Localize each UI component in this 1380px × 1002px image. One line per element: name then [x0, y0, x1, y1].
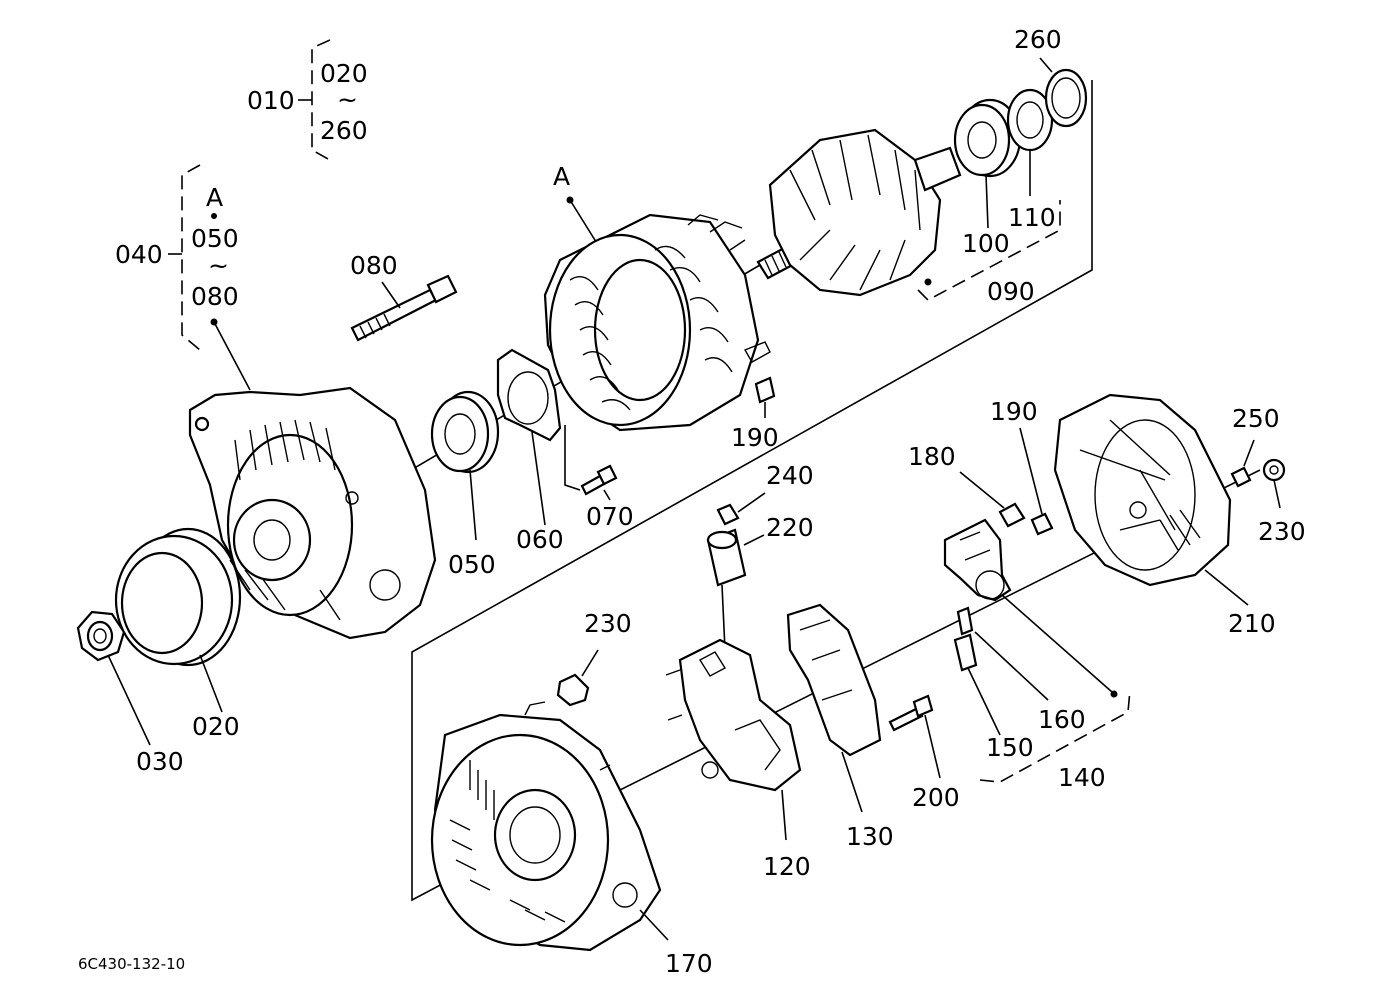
part-label-010: 010	[247, 86, 295, 115]
part-label-230-lower: 230	[584, 609, 632, 638]
group-010-first: 020	[320, 59, 368, 88]
rear-housing-170: 170	[430, 701, 713, 978]
group-040-first: 050	[191, 224, 239, 253]
screw-190-upper: 190	[731, 376, 779, 452]
ring-260: 260	[1014, 25, 1088, 128]
part-label-050: 050	[448, 550, 496, 579]
front-housing	[188, 386, 437, 640]
part-label-240: 240	[766, 461, 814, 490]
part-label-060: 060	[516, 525, 564, 554]
nut-230-right: 230	[1258, 458, 1306, 546]
part-label-210: 210	[1228, 609, 1276, 638]
part-label-110: 110	[1008, 203, 1056, 232]
part-label-220: 220	[766, 513, 814, 542]
part-label-150: 150	[986, 733, 1034, 762]
part-label-130: 130	[846, 822, 894, 851]
screw-250: 250	[1230, 404, 1280, 488]
group-010-bracket: 010 020 ~ 260	[247, 39, 368, 161]
part-label-250: 250	[1232, 404, 1280, 433]
bolt-080: 080	[350, 251, 458, 342]
regulator-130: 130	[786, 603, 894, 851]
part-label-080: 080	[350, 251, 398, 280]
nut-030: 030	[76, 610, 184, 776]
cover-210: 210	[1053, 393, 1276, 638]
part-label-190-upper: 190	[731, 423, 779, 452]
group-040-bracket: 040 A 050 ~ 080	[115, 164, 251, 391]
screw-180: 180	[908, 442, 1026, 528]
terminal-240-220: 240 220	[706, 461, 814, 651]
nut-230-lower: 230	[556, 609, 632, 707]
part-label-170: 170	[665, 949, 713, 978]
part-label-090: 090	[987, 277, 1035, 306]
part-label-020: 020	[192, 712, 240, 741]
drawing-code: 6C430-132-10	[78, 955, 185, 973]
part-label-160: 160	[1038, 705, 1086, 734]
stator-ref-a: A	[553, 162, 570, 191]
part-label-030: 030	[136, 747, 184, 776]
stator-a: A	[543, 162, 771, 432]
rectifier-120: 120	[665, 638, 811, 881]
washer-110: 110	[1006, 88, 1056, 232]
group-040-last: 080	[191, 282, 239, 311]
part-label-230-right: 230	[1258, 517, 1306, 546]
screw-190-right: 190	[990, 397, 1054, 536]
bearing-050: 050	[430, 390, 500, 579]
part-label-190-right: 190	[990, 397, 1038, 426]
part-label-120: 120	[763, 852, 811, 881]
part-label-140: 140	[1058, 763, 1106, 792]
group-010-last: 260	[320, 116, 368, 145]
pulley-020: 020	[114, 527, 242, 741]
bearing-100: 100	[953, 98, 1022, 258]
group-040-range-mark: ~	[208, 251, 229, 280]
rotor: 090	[756, 128, 1061, 306]
part-label-070: 070	[586, 502, 634, 531]
part-label-200: 200	[912, 783, 960, 812]
group-040-ref-a: A	[206, 183, 223, 212]
part-label-260: 260	[1014, 25, 1062, 54]
brush-holder-140: 150 160 140	[943, 518, 1131, 792]
screw-200: 200	[888, 694, 960, 812]
part-label-180: 180	[908, 442, 956, 471]
part-label-040: 040	[115, 240, 163, 269]
plate-060: 060	[496, 348, 581, 554]
part-label-100: 100	[962, 229, 1010, 258]
group-010-range-mark: ~	[337, 85, 358, 114]
screw-070: 070	[580, 464, 634, 531]
